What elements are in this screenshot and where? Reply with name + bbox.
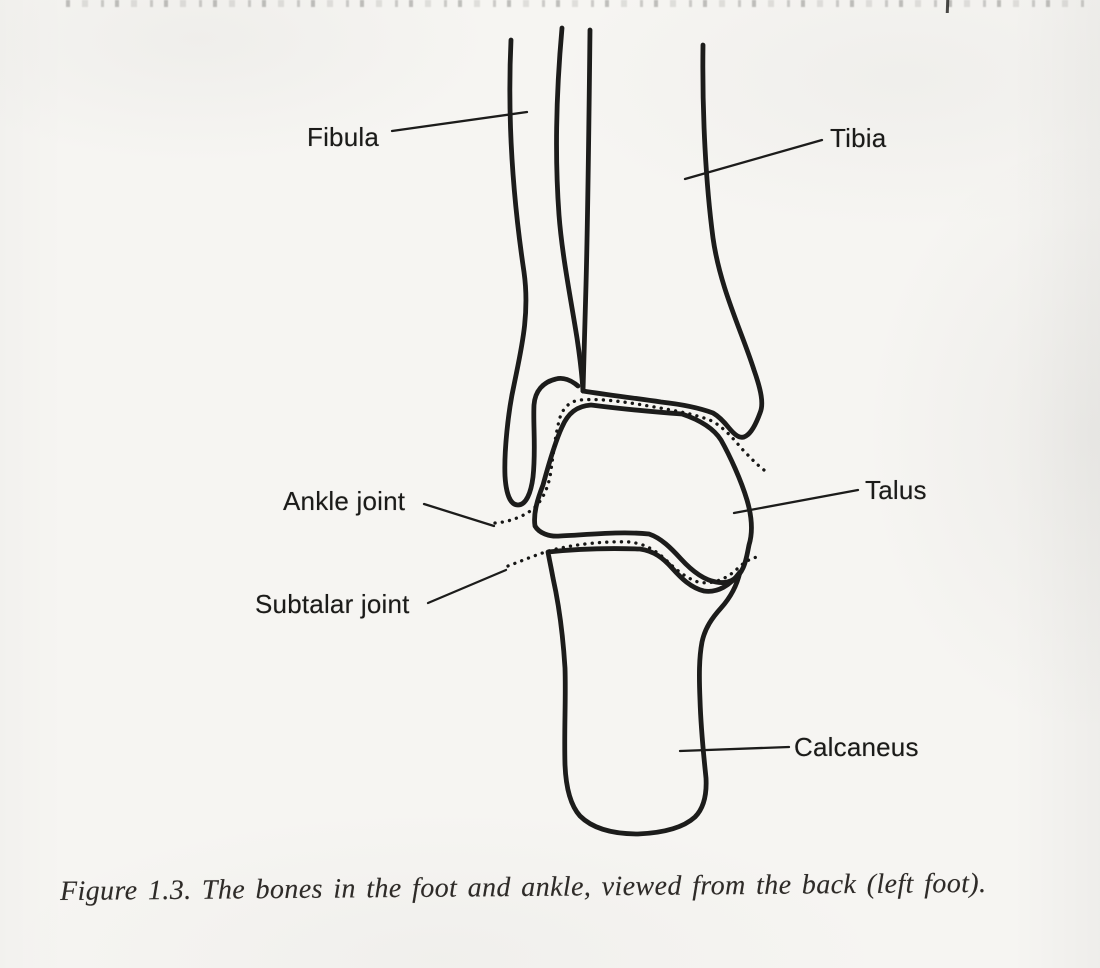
ankle-joint-dotted-line [493, 397, 766, 525]
bone-outline-tibia [580, 42, 765, 440]
calcaneus-leader-line [678, 745, 791, 753]
bone-outline-calcaneus [545, 546, 743, 837]
label-talus: Talus [865, 475, 927, 505]
page-top-bleedthrough [55, 0, 1092, 7]
talus-leader-line [732, 488, 860, 515]
ankle-joint-leader-line [422, 502, 496, 528]
label-tibia: Tibia [830, 123, 887, 153]
tibia-leader-line [683, 138, 824, 181]
fibula-leader-line [390, 110, 529, 133]
bone-outline-fibula-shaft [554, 25, 586, 394]
label-ankle-joint: Ankle joint [283, 486, 406, 516]
label-subtalar-joint: Subtalar joint [255, 589, 410, 619]
subtalar-joint-leader-line [426, 568, 508, 605]
bone-outline-talus [532, 402, 754, 585]
bone-outline-tibia-left [580, 27, 593, 394]
label-calcaneus: Calcaneus [794, 732, 919, 762]
label-fibula: Fibula [307, 122, 380, 152]
bone-outline-fibula [502, 37, 581, 508]
subtalar-joint-dotted-line [506, 540, 764, 585]
